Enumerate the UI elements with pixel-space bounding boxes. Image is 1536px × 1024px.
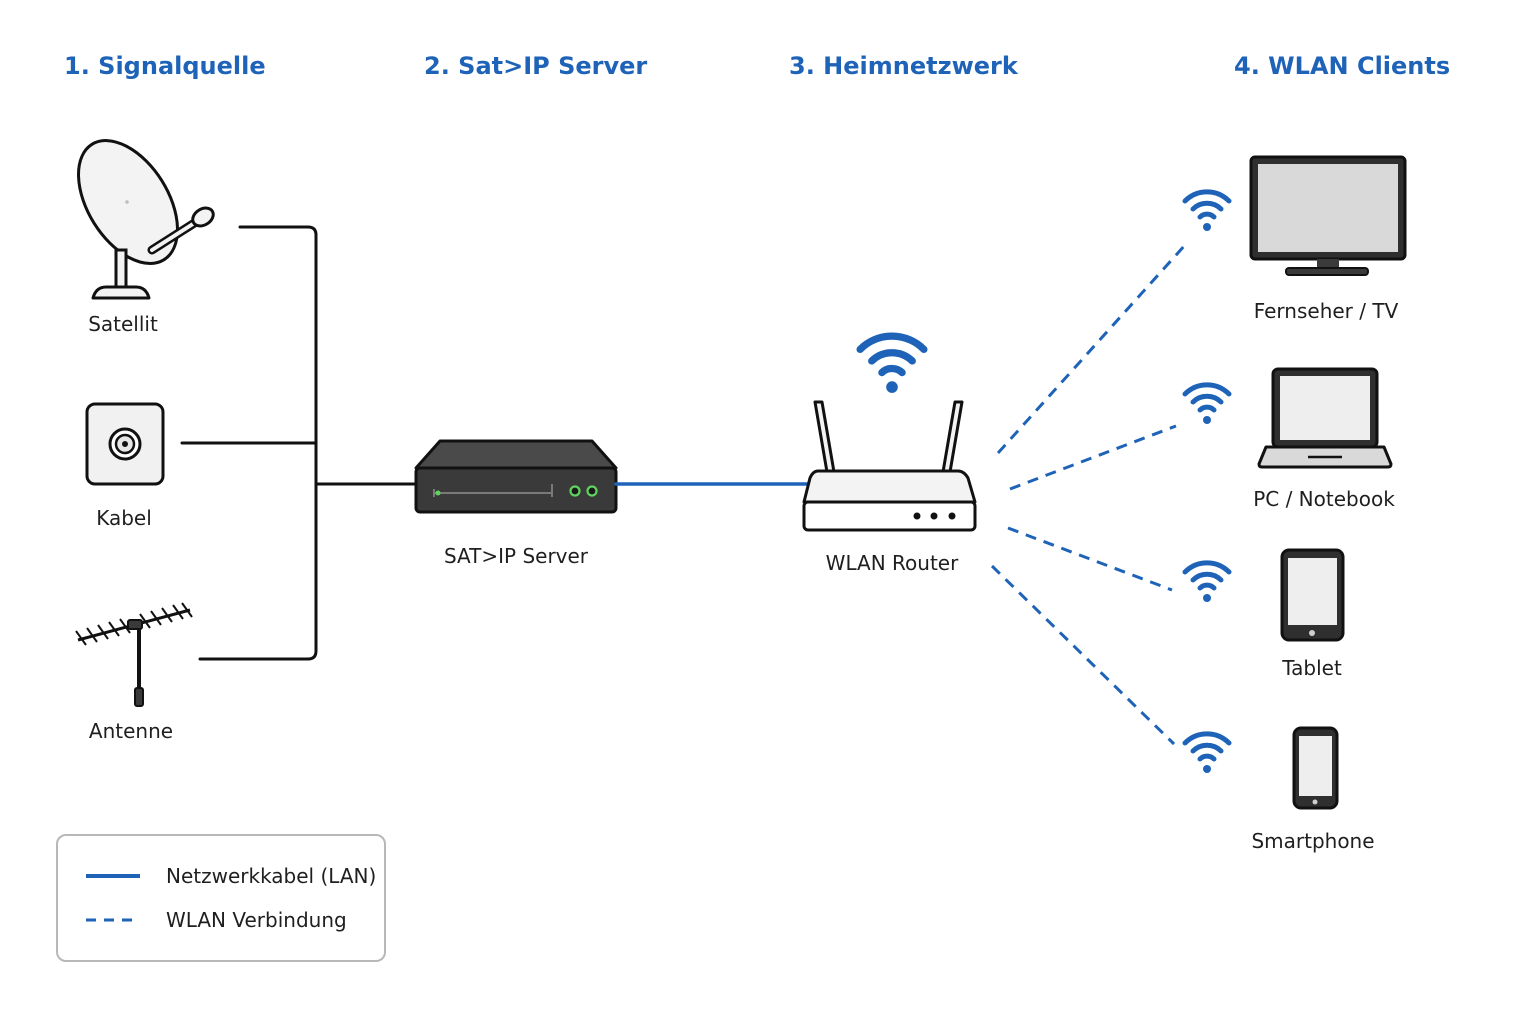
label-pc: PC / Notebook [1253,487,1395,511]
label-antenna: Antenne [89,719,173,743]
legend-lan-label: Netzwerkkabel (LAN) [166,864,376,888]
tv-icon [1249,155,1407,276]
label-smartphone: Smartphone [1251,829,1374,853]
satip-server-icon [414,439,618,514]
label-cable: Kabel [96,506,152,530]
wlan-link-pc [1009,424,1177,491]
label-satip-server: SAT>IP Server [444,544,589,568]
wlan-router-icon [802,400,977,532]
label-tv: Fernseher / TV [1254,299,1399,323]
heading-wlan-clients: 4. WLAN Clients [1234,52,1450,80]
wifi-icon-smartphone [1185,734,1229,773]
label-wlan-router: WLAN Router [826,551,959,575]
laptop-icon [1257,367,1393,469]
heading-signal-source: 1. Signalquelle [64,52,266,80]
wlan-link-tablet [1007,526,1173,592]
tablet-icon [1280,548,1345,642]
wlan-link-tv [996,242,1188,455]
wlan-link-smartphone [990,564,1176,746]
heading-satip-server: 2. Sat>IP Server [424,52,647,80]
wifi-icon-tv [1185,192,1229,231]
router-wifi-icon [860,336,924,393]
coax-socket-icon [85,402,165,486]
wlan-links [990,242,1188,746]
wifi-icon-tablet [1185,563,1229,602]
wifi-icon-pc [1185,385,1229,424]
smartphone-icon [1292,726,1339,810]
label-satellite: Satellit [88,312,158,336]
legend-wlan-label: WLAN Verbindung [166,908,347,932]
satellite-dish-icon [77,139,215,300]
source-wiring [180,225,420,661]
label-tablet: Tablet [1281,656,1342,680]
heading-home-network: 3. Heimnetzwerk [789,52,1019,80]
yagi-antenna-icon [75,602,193,707]
legend: Netzwerkkabel (LAN) WLAN Verbindung [56,834,386,962]
